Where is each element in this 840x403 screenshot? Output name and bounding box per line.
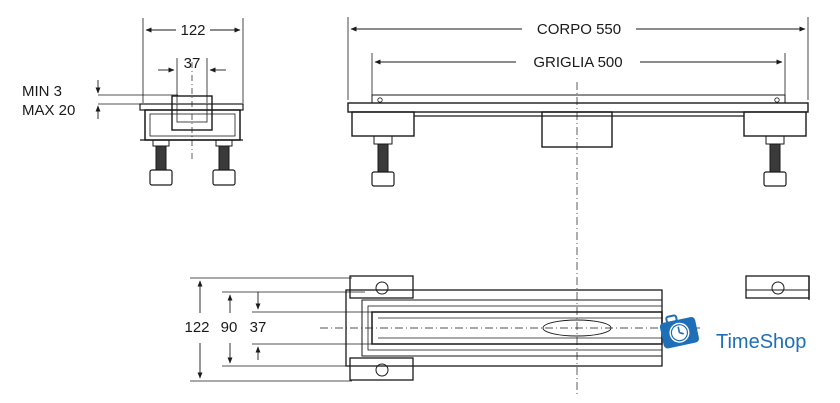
height-adjust-dimension: MIN 3 MAX 20 <box>22 80 178 119</box>
plan-view: 122 90 37 <box>184 275 810 382</box>
suitcase-clock-icon <box>659 314 700 349</box>
grate-length-dimension: GRIGLIA 500 <box>374 54 783 71</box>
plan-outer-dimension: 122 <box>184 280 210 379</box>
side-channel-body <box>347 94 809 187</box>
front-width-dimension: 122 <box>145 22 241 39</box>
front-channel-body <box>139 95 244 186</box>
plan-outer-label: 122 <box>184 319 209 336</box>
max-label: MAX 20 <box>22 102 75 119</box>
plan-middle-label: 90 <box>221 319 238 336</box>
plan-middle-dimension: 90 <box>221 294 238 364</box>
timeshop-logo: TimeShop <box>659 314 806 353</box>
front-view: 122 37 MIN 3 MAX 20 <box>22 18 244 186</box>
side-view: CORPO 550 GRIGLIA 500 <box>347 17 809 187</box>
body-length-dimension: CORPO 550 <box>350 21 806 38</box>
grate-length-label: GRIGLIA 500 <box>533 54 622 71</box>
body-length-label: CORPO 550 <box>537 21 621 38</box>
logo-text: TimeShop <box>716 331 806 353</box>
front-width-label: 122 <box>180 22 205 39</box>
plan-right-bracket <box>745 275 810 299</box>
plan-inner-dimension: 37 <box>250 292 267 360</box>
min-label: MIN 3 <box>22 83 62 100</box>
plan-inner-label: 37 <box>250 319 267 336</box>
plan-left-bracket <box>349 275 414 381</box>
